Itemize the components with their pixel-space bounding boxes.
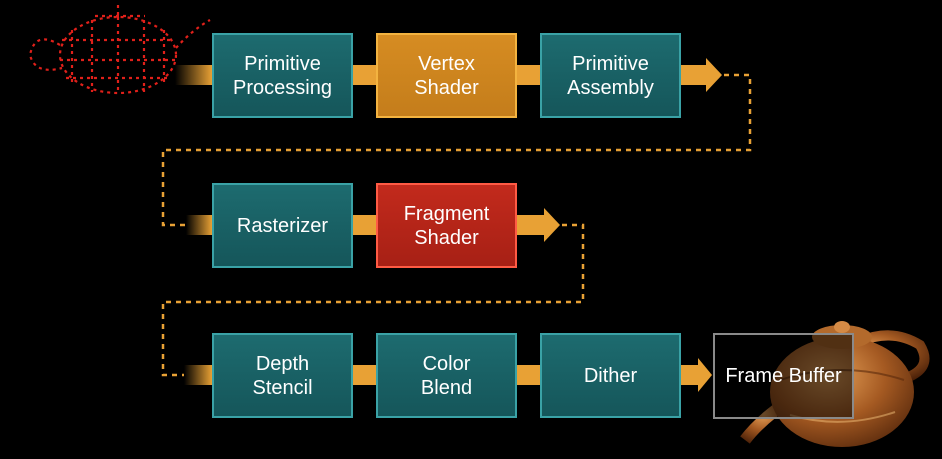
input-connector [175, 65, 212, 85]
connector-rast-fs [352, 215, 376, 235]
primitive-assembly-box: Primitive Assembly [540, 33, 681, 118]
depth-stencil-box: Depth Stencil [212, 333, 353, 418]
arrow-row2 [516, 208, 560, 242]
connector-ds-cb [352, 365, 376, 385]
wireframe-teapot-icon [28, 5, 211, 95]
dither-box: Dither [540, 333, 681, 418]
connector-cb-dither [516, 365, 540, 385]
connector-into-rasterizer [186, 215, 212, 235]
frame-buffer-box: Frame Buffer [713, 333, 854, 419]
color-blend-box: Color Blend [376, 333, 517, 418]
dotted-path-2 [161, 223, 585, 377]
primitive-processing-box: Primitive Processing [212, 33, 353, 118]
arrow-row3 [680, 358, 712, 392]
connector-into-depth [184, 365, 212, 385]
connector-vs-pa [516, 65, 540, 85]
vertex-shader-box: Vertex Shader [376, 33, 517, 118]
fragment-shader-box: Fragment Shader [376, 183, 517, 268]
rasterizer-box: Rasterizer [212, 183, 353, 268]
arrow-row1 [680, 58, 722, 92]
dotted-path-1 [161, 73, 752, 227]
connector-pp-vs [352, 65, 376, 85]
